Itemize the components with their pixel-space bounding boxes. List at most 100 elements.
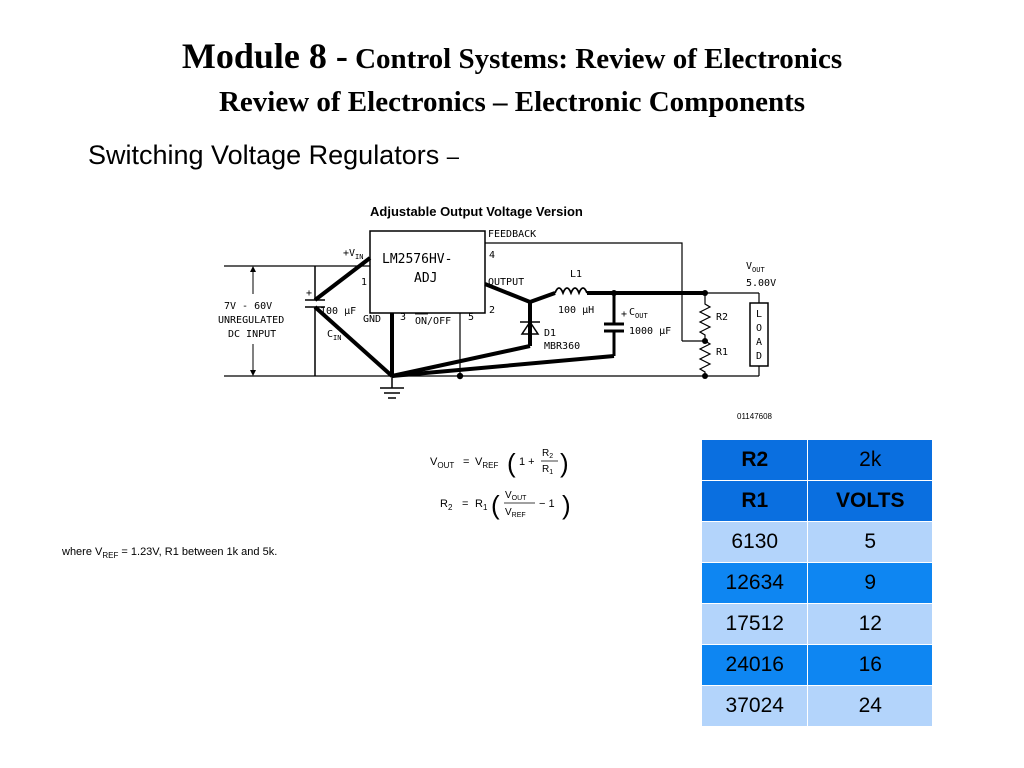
table-cell: 5 bbox=[807, 521, 933, 563]
table-row: 12634 9 bbox=[700, 562, 933, 604]
cout-label: COUT bbox=[629, 307, 648, 320]
inductor-l1 bbox=[554, 287, 588, 296]
load-box bbox=[749, 302, 769, 367]
feedback-wire bbox=[485, 242, 683, 341]
resistor-r1 bbox=[698, 340, 712, 376]
cin-return-wire bbox=[313, 305, 394, 378]
section-heading-text: Switching Voltage Regulators bbox=[88, 140, 440, 170]
svg-text:R2: R2 bbox=[542, 448, 553, 460]
load-letter-a: A bbox=[756, 337, 762, 348]
figure-code: 01147608 bbox=[737, 412, 772, 421]
load-letter-o: O bbox=[756, 323, 762, 334]
svg-text:− 1: − 1 bbox=[539, 498, 555, 510]
load-letter-l: L bbox=[756, 309, 762, 320]
svg-text:R1: R1 bbox=[475, 498, 488, 512]
equation-vout: VOUT = VREF ( 1 + R2 R1 ) bbox=[430, 448, 569, 478]
cin-plus: + bbox=[306, 288, 312, 299]
table-header-cell: VOLTS bbox=[807, 480, 933, 522]
table-cell: 17512 bbox=[700, 603, 809, 645]
pin-4-label: 4 bbox=[489, 250, 495, 261]
input-unregulated: UNREGULATED bbox=[218, 315, 284, 326]
input-dc: DC INPUT bbox=[228, 329, 276, 340]
svg-text:): ) bbox=[560, 448, 569, 478]
table-header-cell: 2k bbox=[807, 439, 933, 481]
slide-subtitle: Review of Electronics – Electronic Compo… bbox=[218, 86, 806, 118]
table-header-row: R1 VOLTS bbox=[700, 480, 933, 522]
svg-text:R2: R2 bbox=[440, 498, 453, 512]
input-arrow-head-bottom bbox=[250, 370, 256, 376]
ic-body bbox=[369, 230, 486, 314]
gnd-label: GND bbox=[363, 314, 381, 325]
cin-capacitor bbox=[305, 266, 325, 376]
table-header-cell: R1 bbox=[700, 480, 809, 522]
diode-return-wire bbox=[391, 344, 531, 378]
pin-2-label: 2 bbox=[489, 305, 495, 316]
svg-text:R1: R1 bbox=[542, 464, 553, 476]
cout-junction bbox=[611, 290, 617, 296]
section-heading: Switching Voltage Regulators – bbox=[88, 138, 459, 174]
svg-text:): ) bbox=[562, 490, 571, 520]
input-voltage-range: 7V - 60V bbox=[224, 301, 272, 312]
svg-text:VOUT: VOUT bbox=[430, 456, 454, 470]
resistor-table: R2 2k R1 VOLTS 6130 5 12634 9 17512 12 2… bbox=[700, 439, 933, 727]
title-prefix: Module 8 - bbox=[181, 36, 348, 76]
feedback-label: FEEDBACK bbox=[488, 229, 536, 240]
table-cell: 37024 bbox=[700, 685, 809, 727]
cout-capacitor bbox=[604, 293, 624, 356]
table-cell: 6130 bbox=[700, 521, 809, 563]
pin-1-label: 1 bbox=[361, 277, 367, 288]
table-row: 6130 5 bbox=[700, 521, 933, 563]
r2-label: R2 bbox=[716, 312, 728, 323]
cin-label: CIN bbox=[327, 329, 341, 342]
title-main: Control Systems: Review of Electronics bbox=[355, 43, 843, 75]
resistor-r2 bbox=[698, 293, 712, 341]
cin-value: 100 μF bbox=[320, 306, 356, 317]
d1-part: MBR360 bbox=[544, 341, 580, 352]
cout-return-wire bbox=[391, 354, 615, 378]
vout-value: 5.00V bbox=[746, 278, 776, 289]
table-cell: 16 bbox=[807, 644, 933, 686]
vin-label: +VIN bbox=[343, 248, 363, 261]
table-row: 17512 12 bbox=[700, 603, 933, 645]
table-cell: 12634 bbox=[700, 562, 809, 604]
table-cell: 24016 bbox=[700, 644, 809, 686]
ic-name-line2: ADJ bbox=[414, 271, 437, 286]
where-note: where VREF = 1.23V, R1 between 1k and 5k… bbox=[62, 546, 278, 561]
svg-text:(: ( bbox=[507, 448, 516, 478]
diode-d1 bbox=[520, 320, 540, 335]
table-row: 37024 24 bbox=[700, 685, 933, 727]
svg-text:=: = bbox=[463, 456, 469, 468]
schematic-title: Adjustable Output Voltage Version bbox=[370, 204, 583, 219]
ic-name-line1: LM2576HV- bbox=[382, 252, 452, 267]
onoff-junction bbox=[456, 372, 464, 380]
l1-value: 100 μH bbox=[558, 305, 594, 316]
table-header-row: R2 2k bbox=[700, 439, 933, 481]
load-letter-d: D bbox=[756, 351, 762, 362]
output-label: OUTPUT bbox=[488, 277, 524, 288]
table-cell: 24 bbox=[807, 685, 933, 727]
ground-symbol bbox=[380, 376, 404, 399]
svg-text:=: = bbox=[462, 498, 468, 510]
svg-text:1 +: 1 + bbox=[519, 456, 535, 468]
table-cell: 9 bbox=[807, 562, 933, 604]
slide-title: Module 8 - Control Systems: Review of El… bbox=[0, 38, 1024, 77]
regulator-schematic: Adjustable Output Voltage Version LM2576… bbox=[218, 204, 776, 399]
svg-text:VREF: VREF bbox=[475, 456, 498, 470]
equations: VOUT = VREF ( 1 + R2 R1 ) R2 = R1 ( VOUT… bbox=[430, 448, 571, 520]
table-cell: 12 bbox=[807, 603, 933, 645]
cout-value: 1000 μF bbox=[629, 326, 671, 337]
l1-label: L1 bbox=[570, 269, 582, 280]
cin-to-ic-wire bbox=[313, 256, 372, 302]
cout-plus: + bbox=[621, 309, 627, 320]
d1-label: D1 bbox=[544, 328, 556, 339]
onoff-label: ON/OFF bbox=[415, 316, 451, 327]
table-header-cell: R2 bbox=[700, 439, 809, 481]
equation-r2: R2 = R1 ( VOUT VREF − 1 ) bbox=[440, 490, 571, 520]
table-row: 24016 16 bbox=[700, 644, 933, 686]
svg-text:(: ( bbox=[491, 490, 500, 520]
input-arrow-head-top bbox=[250, 266, 256, 272]
section-heading-dash: – bbox=[446, 144, 459, 169]
svg-text:VREF: VREF bbox=[505, 507, 526, 519]
vout-label: VOUT bbox=[746, 261, 765, 274]
pin-3-label: 3 bbox=[400, 312, 406, 323]
